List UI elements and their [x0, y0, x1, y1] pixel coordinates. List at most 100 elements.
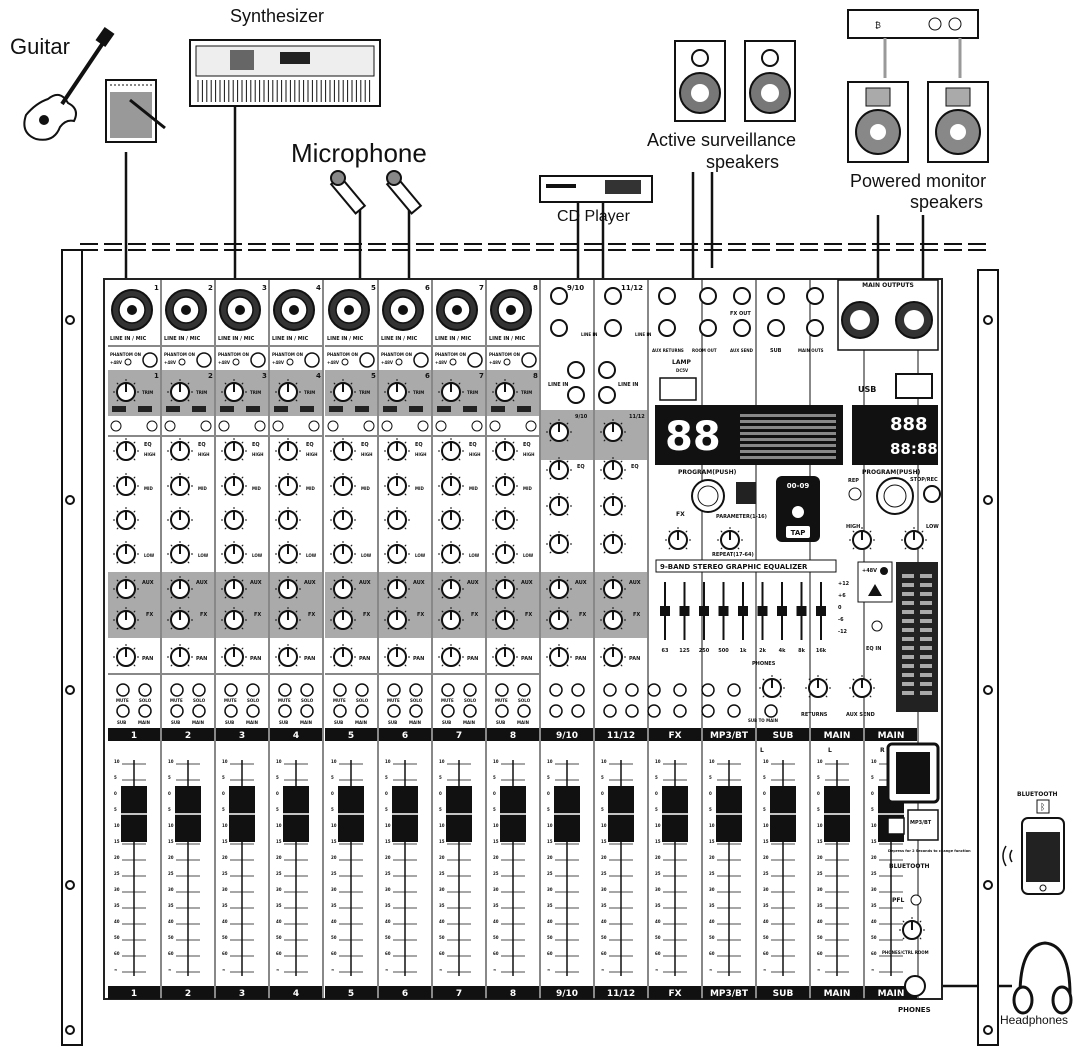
stereo-aux-knob[interactable]	[546, 576, 572, 599]
mute-button[interactable]	[495, 683, 509, 697]
aux-knob[interactable]	[384, 576, 410, 599]
pfl-button[interactable]	[910, 894, 922, 906]
main-button[interactable]	[355, 704, 369, 718]
eq-button[interactable]	[146, 420, 158, 432]
solo-button[interactable]	[192, 683, 206, 697]
trim-knob[interactable]	[275, 379, 301, 402]
trim-knob[interactable]	[113, 379, 139, 402]
geq-slider-1k[interactable]	[738, 606, 748, 616]
mute-button[interactable]	[387, 683, 401, 697]
eq-in-button[interactable]	[871, 620, 883, 632]
aux-send-knob[interactable]	[849, 675, 875, 698]
line-in-jack[interactable]	[567, 386, 585, 404]
trs-jack[interactable]	[733, 287, 751, 305]
phantom-switch[interactable]	[359, 352, 375, 368]
mute-button[interactable]	[603, 683, 617, 697]
aux-knob[interactable]	[438, 576, 464, 599]
lowcut-button[interactable]	[164, 420, 176, 432]
trim-knob[interactable]	[221, 379, 247, 402]
pan-knob[interactable]	[330, 644, 356, 667]
returns-knob[interactable]	[805, 675, 831, 698]
mid-eq-knob[interactable]	[438, 473, 464, 496]
mid-eq-knob[interactable]	[275, 473, 301, 496]
mid-eq-knob[interactable]	[221, 473, 247, 496]
sub-to-main-button[interactable]	[764, 704, 778, 718]
return-button[interactable]	[727, 683, 741, 697]
fx-repeat-knob[interactable]	[717, 527, 743, 550]
mute-button[interactable]	[170, 683, 184, 697]
stereo-trim-knob[interactable]	[546, 419, 572, 442]
return-button[interactable]	[673, 683, 687, 697]
pan-knob[interactable]	[113, 644, 139, 667]
solo-button[interactable]	[300, 683, 314, 697]
stereo-low-knob[interactable]	[600, 531, 626, 554]
pan-knob[interactable]	[221, 644, 247, 667]
main-button[interactable]	[138, 704, 152, 718]
stereo-trim-knob[interactable]	[600, 419, 626, 442]
mid-freq-knob[interactable]	[492, 507, 518, 530]
trs-jack[interactable]	[806, 287, 824, 305]
bt-pair-button[interactable]	[887, 817, 905, 835]
trs-jack[interactable]	[767, 287, 785, 305]
low-eq-knob[interactable]	[492, 541, 518, 564]
low-eq-knob[interactable]	[438, 541, 464, 564]
high-eq-knob[interactable]	[275, 438, 301, 461]
aux-knob[interactable]	[330, 576, 356, 599]
solo-button[interactable]	[517, 683, 531, 697]
trim-knob[interactable]	[492, 379, 518, 402]
phantom-switch[interactable]	[304, 352, 320, 368]
solo-button[interactable]	[246, 683, 260, 697]
fx-knob[interactable]	[167, 607, 193, 630]
mute-button[interactable]	[116, 683, 130, 697]
stereo-pan-knob[interactable]	[546, 644, 572, 667]
phones-jack[interactable]	[904, 975, 926, 997]
trim-knob[interactable]	[438, 379, 464, 402]
fx-knob[interactable]	[221, 607, 247, 630]
main-button[interactable]	[409, 704, 423, 718]
usb-port[interactable]	[895, 373, 933, 399]
lowcut-button[interactable]	[327, 420, 339, 432]
high-eq-knob[interactable]	[384, 438, 410, 461]
eq-button[interactable]	[471, 420, 483, 432]
main-button[interactable]	[517, 704, 531, 718]
return-button[interactable]	[727, 704, 741, 718]
mid-eq-knob[interactable]	[167, 473, 193, 496]
high-eq-knob[interactable]	[330, 438, 356, 461]
fx-parameter-knob[interactable]	[665, 527, 691, 550]
player-low-knob[interactable]	[901, 527, 927, 550]
mid-freq-knob[interactable]	[330, 507, 356, 530]
pan-knob[interactable]	[438, 644, 464, 667]
mute-button[interactable]	[333, 683, 347, 697]
eq-button[interactable]	[254, 420, 266, 432]
return-button[interactable]	[673, 704, 687, 718]
high-eq-knob[interactable]	[492, 438, 518, 461]
low-eq-knob[interactable]	[113, 541, 139, 564]
line-jack-l[interactable]	[604, 287, 622, 305]
trs-jack[interactable]	[733, 319, 751, 337]
lowcut-button[interactable]	[218, 420, 230, 432]
trs-jack[interactable]	[658, 319, 676, 337]
stereo-high-knob[interactable]	[546, 457, 572, 480]
phones-knob[interactable]	[759, 675, 785, 698]
sub-button[interactable]	[278, 704, 292, 718]
trs-jack[interactable]	[767, 319, 785, 337]
phones-ctrl-knob[interactable]	[899, 917, 925, 940]
line-jack-r[interactable]	[604, 319, 622, 337]
mid-freq-knob[interactable]	[221, 507, 247, 530]
solo-button[interactable]	[355, 683, 369, 697]
pan-knob[interactable]	[275, 644, 301, 667]
geq-slider-125[interactable]	[679, 606, 690, 616]
fx-knob[interactable]	[275, 607, 301, 630]
stereo-mid-knob[interactable]	[546, 493, 572, 516]
return-button[interactable]	[647, 704, 661, 718]
line-jack-l[interactable]	[550, 287, 568, 305]
lowcut-button[interactable]	[272, 420, 284, 432]
aux-knob[interactable]	[221, 576, 247, 599]
fx-knob[interactable]	[113, 607, 139, 630]
low-eq-knob[interactable]	[384, 541, 410, 564]
trim-knob[interactable]	[384, 379, 410, 402]
low-eq-knob[interactable]	[330, 541, 356, 564]
main-button[interactable]	[625, 704, 639, 718]
mid-eq-knob[interactable]	[113, 473, 139, 496]
pan-knob[interactable]	[167, 644, 193, 667]
